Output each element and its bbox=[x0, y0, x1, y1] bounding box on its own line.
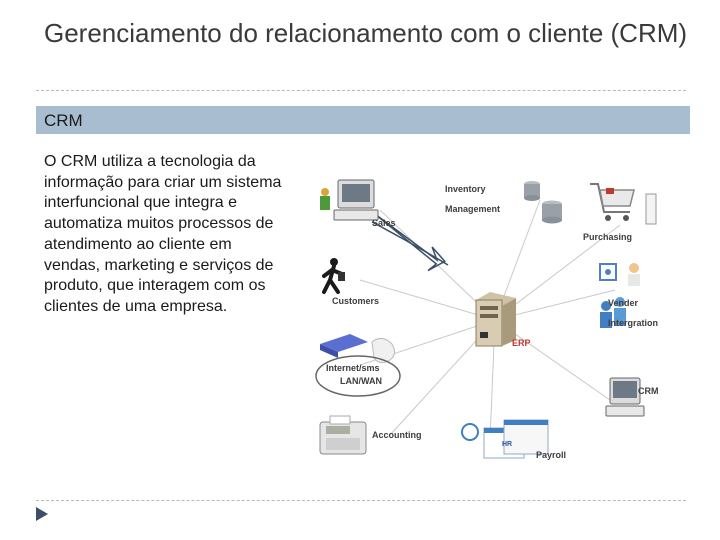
nav-arrow-icon[interactable] bbox=[35, 506, 49, 522]
label-hr: HR bbox=[502, 441, 512, 448]
calculator-icon bbox=[319, 415, 367, 455]
label-inventory: Inventory bbox=[445, 184, 486, 194]
document-icon bbox=[461, 419, 549, 459]
title-divider bbox=[36, 90, 686, 91]
label-purchasing: Purchasing bbox=[583, 232, 632, 242]
walking-man-icon bbox=[322, 258, 345, 294]
label-accounting: Accounting bbox=[372, 430, 422, 440]
body-paragraph: O CRM utiliza a tecnologia da informação… bbox=[44, 153, 282, 315]
label-payroll: Payroll bbox=[536, 450, 566, 460]
modem-icon bbox=[320, 334, 396, 364]
label-vender: Vender bbox=[608, 298, 639, 308]
label-erp: ERP bbox=[512, 338, 531, 348]
flow-arrow bbox=[371, 212, 449, 272]
label-intergration: Intergration bbox=[608, 318, 658, 328]
footer-divider bbox=[36, 500, 686, 501]
label-lanwan: LAN/WAN bbox=[340, 376, 382, 386]
server-icon bbox=[475, 292, 516, 347]
label-management: Management bbox=[445, 204, 500, 214]
section-label: CRM bbox=[44, 111, 83, 130]
database-icon bbox=[524, 181, 562, 224]
network-bubble bbox=[315, 355, 401, 397]
computer-icon bbox=[605, 377, 645, 417]
shopping-cart-icon bbox=[590, 183, 657, 225]
erp-integration-diagram: Sales Inventory Management Purchasing Cu… bbox=[315, 179, 659, 460]
computer-icon bbox=[320, 179, 379, 221]
team-icon bbox=[599, 263, 640, 328]
label-customers: Customers bbox=[332, 296, 379, 306]
slide-title: Gerenciamento do relacionamento com o cl… bbox=[44, 18, 688, 48]
label-crm: CRM bbox=[638, 386, 659, 396]
label-internet: Internet/sms bbox=[326, 363, 380, 373]
label-sales: Sales bbox=[372, 218, 396, 228]
section-header-bar: CRM bbox=[36, 106, 690, 134]
